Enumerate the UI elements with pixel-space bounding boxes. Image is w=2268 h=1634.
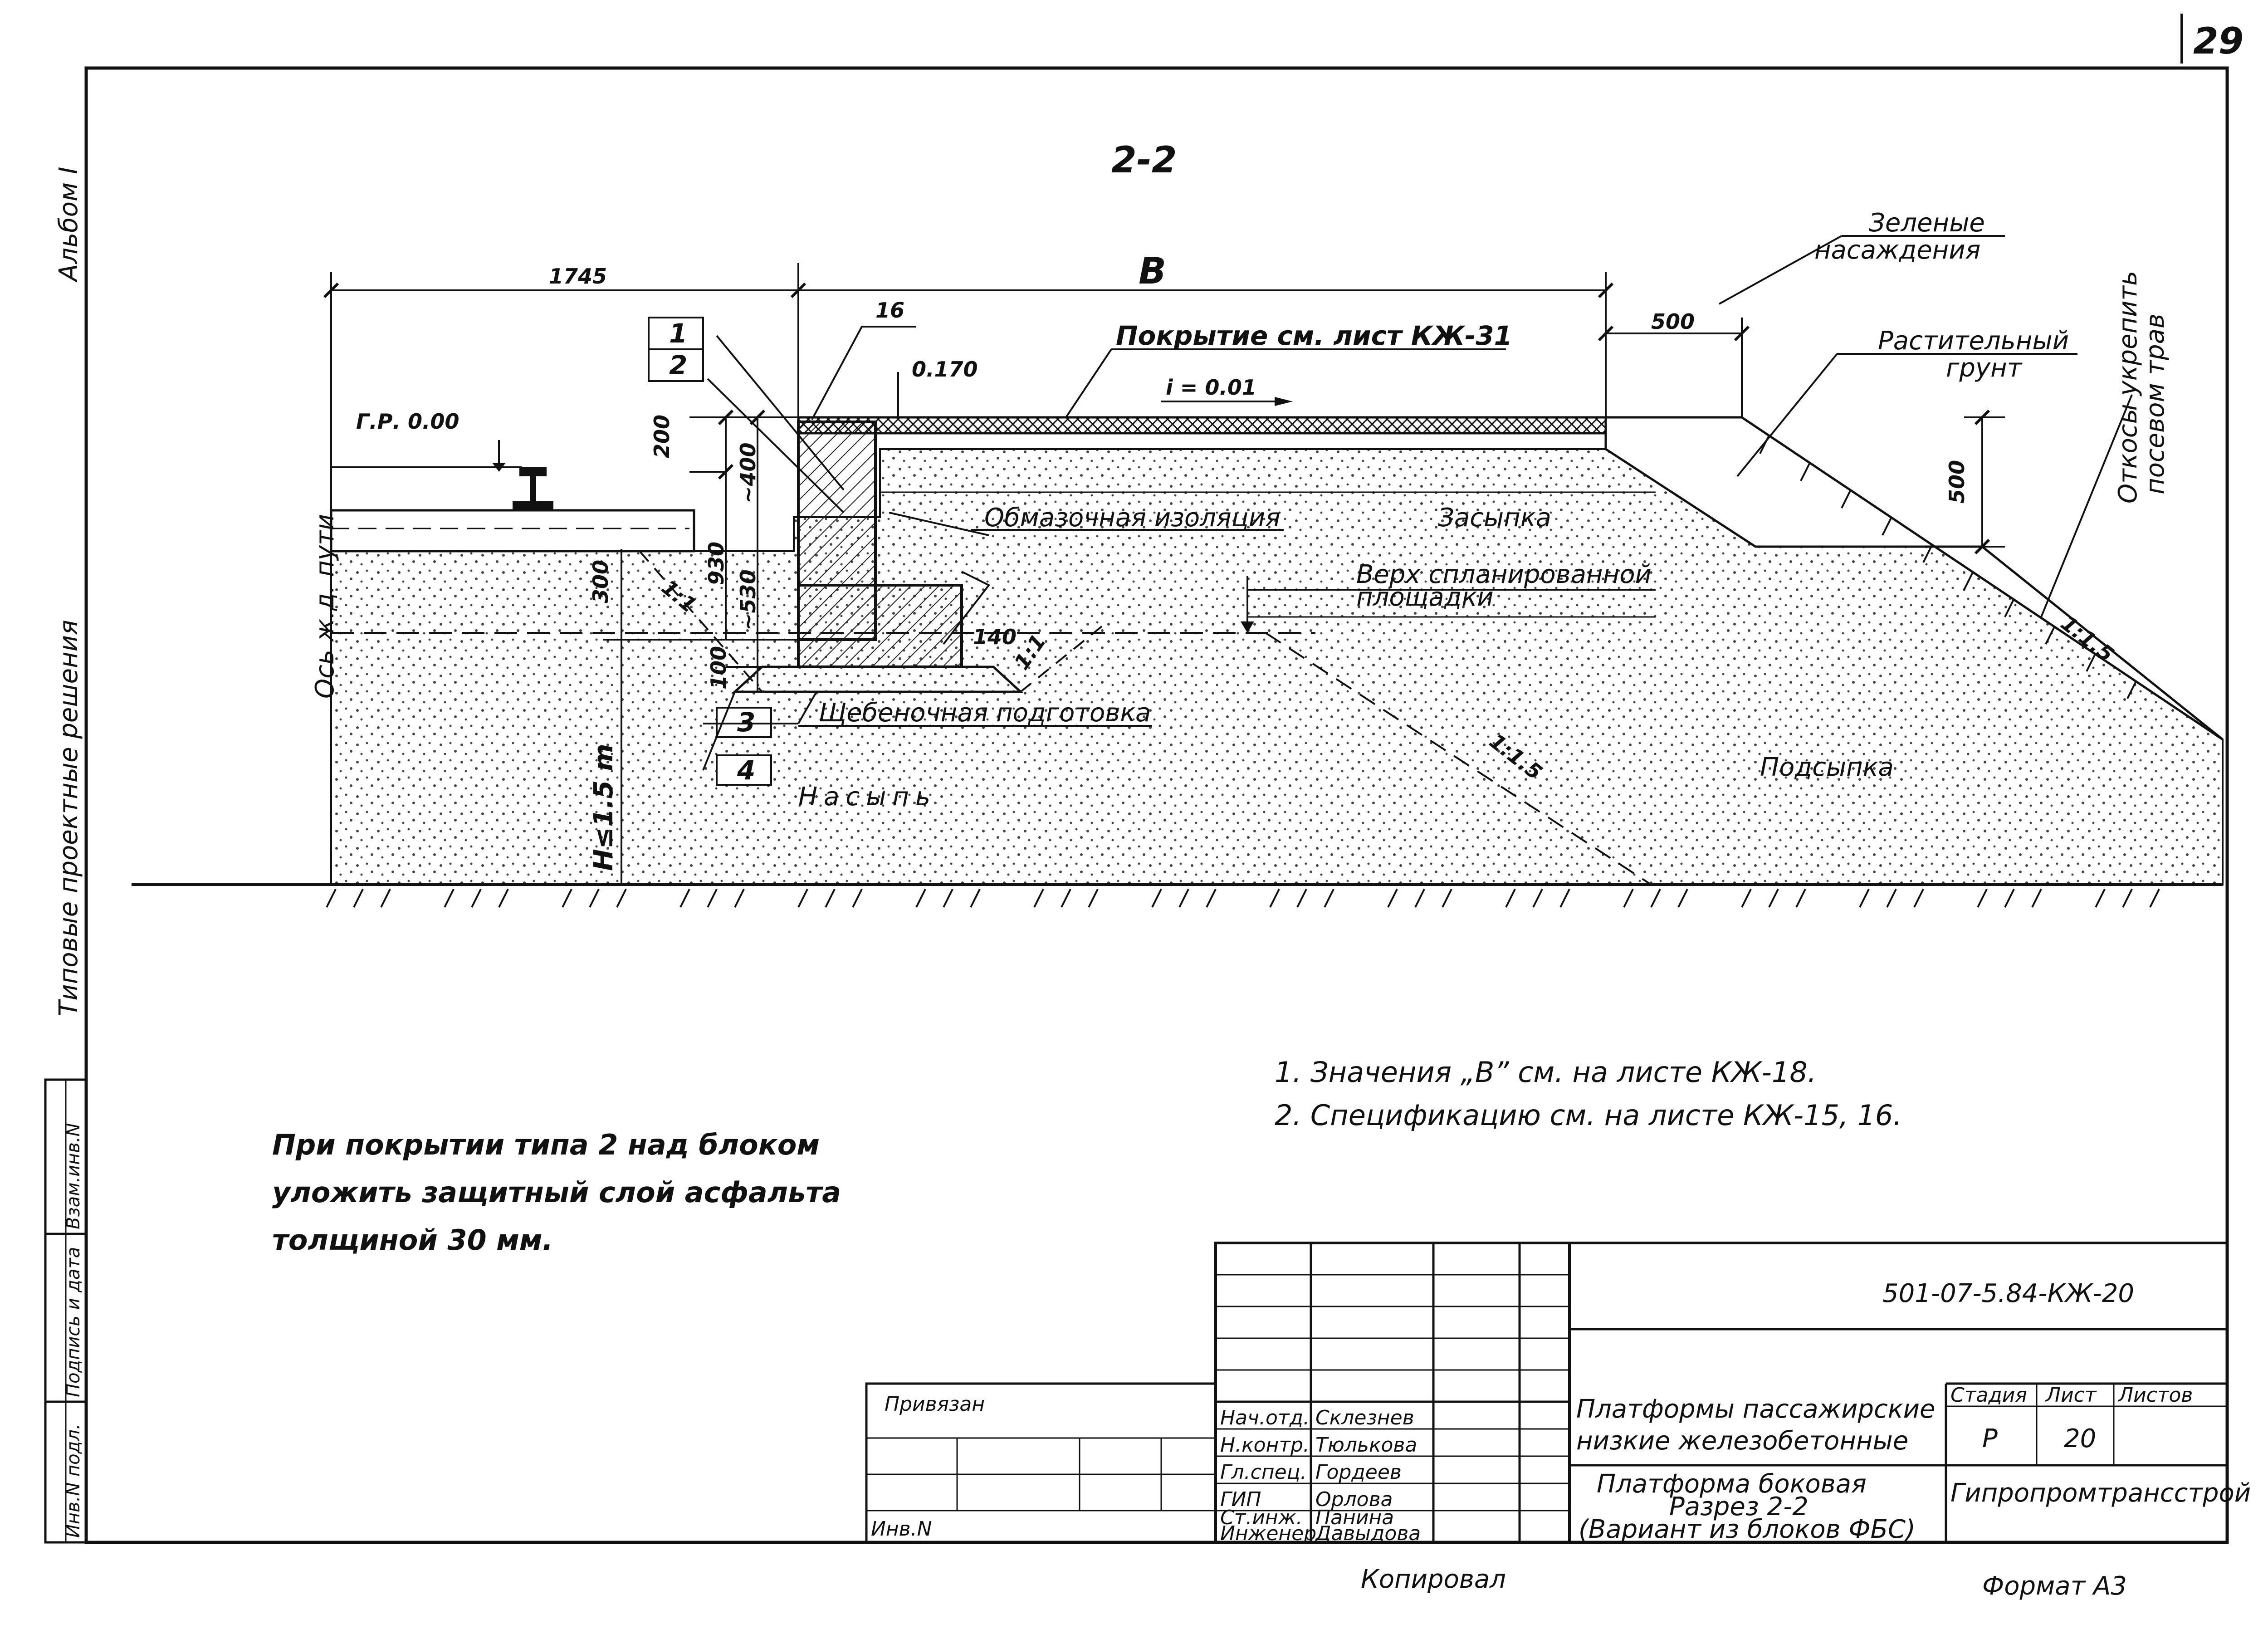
- dim-100: 100: [706, 646, 731, 690]
- callout-1: 1: [669, 318, 687, 349]
- role-1: Нач.отд.: [1220, 1406, 1310, 1429]
- role-3: Гл.спец.: [1220, 1461, 1307, 1484]
- height-h: H≤1.5 m: [588, 744, 619, 871]
- label-backfill: Засыпка: [1438, 503, 1551, 533]
- sheet-header: Лист: [2045, 1384, 2097, 1407]
- label-gravel: Щебеночная подготовка: [819, 698, 1151, 728]
- name-3: Гордеев: [1315, 1461, 1402, 1484]
- stage-value: Р: [1982, 1424, 1998, 1453]
- project-line-2: низкие железобетонные: [1576, 1426, 1908, 1456]
- dim-930: 930: [704, 542, 728, 585]
- page-number: 29: [2193, 20, 2244, 62]
- page-number-box: 29: [2180, 14, 2244, 64]
- dim-300: 300: [588, 560, 613, 603]
- dim-200: 200: [650, 415, 674, 458]
- dim-530: ~530: [736, 569, 760, 631]
- tied-label: Привязан: [885, 1393, 985, 1416]
- track-axis: Ось ж.д. пути: [310, 514, 340, 699]
- album-label: Альбом I: [54, 167, 83, 283]
- project-line-1: Платформы пассажирские: [1576, 1394, 1935, 1424]
- title-block: [865, 1242, 2229, 1544]
- cover-note: При покрытии типа 2 над блоком уложить з…: [272, 1128, 841, 1257]
- label-top-area-2: площадки: [1356, 582, 1494, 612]
- role-4: ГИП: [1220, 1488, 1261, 1511]
- dim-16: 16: [875, 298, 904, 323]
- dim-0170: 0.170: [912, 357, 978, 382]
- role-5: Ст.инж.: [1220, 1506, 1302, 1529]
- ground-reference: Г.Р. 0.00: [356, 409, 459, 434]
- label-slopes-2: посевом трав: [2141, 313, 2170, 494]
- organization: Гипропромтрансстрой: [1950, 1478, 2251, 1508]
- inventory-label: Инв.N: [871, 1517, 932, 1541]
- doc-code: 501-07-5.84-КЖ-20: [1882, 1279, 2134, 1308]
- label-top-area-1: Верх спланированной: [1356, 560, 1652, 589]
- name-4: Орлова: [1315, 1488, 1393, 1511]
- title-block-text: 501-07-5.84-КЖ-20 Привязан Инв.N Нач.отд…: [871, 1279, 2251, 1545]
- foundation-block: [797, 584, 963, 668]
- name-2: Тюлькова: [1315, 1433, 1417, 1457]
- dim-b: B: [1139, 250, 1166, 292]
- sheets-header: Листов: [2117, 1384, 2193, 1407]
- name-1: Склезнев: [1315, 1406, 1414, 1429]
- section-drawing: 1745 B 500 16 0.170 200 ~400 930 ~530 30…: [132, 208, 2224, 908]
- left-margin: Альбом I Типовые проектные решения Взам.…: [44, 167, 88, 1544]
- stamp-cell-replaced: Взам.инв.N: [63, 1123, 84, 1229]
- general-notes: 1. Значения „B” см. на листе КЖ-18. 2. С…: [1275, 1056, 1902, 1132]
- copied-by-label: Копировал: [1361, 1565, 1506, 1594]
- series-label: Типовые проектные решения: [54, 620, 83, 1016]
- sheet-title-1: Платформа боковая: [1597, 1469, 1867, 1499]
- callout-4: 4: [737, 755, 755, 786]
- label-cover: Покрытие см. лист КЖ-31: [1116, 320, 1512, 351]
- label-soil-1: Растительный: [1878, 326, 2069, 356]
- dim-400: ~400: [736, 442, 760, 504]
- label-green-2: насаждения: [1814, 235, 1980, 265]
- label-slopes-1: Откосы укрепить: [2113, 271, 2143, 504]
- label-embankment: Насыпь: [798, 782, 937, 812]
- note-1: 1. Значения „B” см. на листе КЖ-18.: [1275, 1056, 1817, 1089]
- gravel-bed: [732, 665, 1024, 693]
- callout-2: 2: [669, 350, 687, 381]
- cover-note-line-3: толщиной 30 мм.: [272, 1223, 553, 1257]
- section-title: 2-2: [1111, 139, 1177, 181]
- cover-note-line-2: уложить защитный слой асфальта: [272, 1176, 841, 1209]
- label-soil-2: грунт: [1946, 353, 2023, 383]
- platform-cover: [797, 416, 1607, 435]
- dim-500-top: 500: [1651, 309, 1695, 334]
- role-2: Н.контр.: [1220, 1433, 1310, 1457]
- slope-i: i = 0.01: [1166, 375, 1256, 400]
- sheet-value: 20: [2064, 1424, 2096, 1453]
- name-5: Панина: [1315, 1506, 1394, 1529]
- label-green-1: Зеленые: [1869, 208, 1985, 238]
- callout-3: 3: [737, 707, 755, 738]
- stamp-cell-inventory: Инв.N подл.: [63, 1424, 84, 1538]
- label-subfill: Подсыпка: [1760, 753, 1894, 782]
- dim-500-side: 500: [1945, 460, 1969, 504]
- rail-icon: [513, 467, 553, 510]
- stage-header: Стадия: [1950, 1384, 2027, 1407]
- track-slab: [330, 509, 695, 553]
- label-insulation: Обмазочная изоляция: [984, 503, 1281, 533]
- cover-note-line-1: При покрытии типа 2 над блоком: [272, 1128, 820, 1161]
- stamp-cell-signature: Подпись и дата: [63, 1247, 84, 1397]
- format-label: Формат А3: [1982, 1571, 2127, 1601]
- sheet-title-2: Разрез 2-2: [1669, 1492, 1809, 1521]
- sheet-title-3: (Вариант из блоков ФБС): [1579, 1515, 1916, 1544]
- note-2: 2. Спецификацию см. на листе КЖ-15, 16.: [1275, 1099, 1902, 1132]
- role-6: Инженер: [1220, 1522, 1316, 1545]
- name-6: Давыдова: [1315, 1522, 1421, 1545]
- dim-140: 140: [973, 625, 1017, 649]
- dim-1745: 1745: [549, 264, 607, 289]
